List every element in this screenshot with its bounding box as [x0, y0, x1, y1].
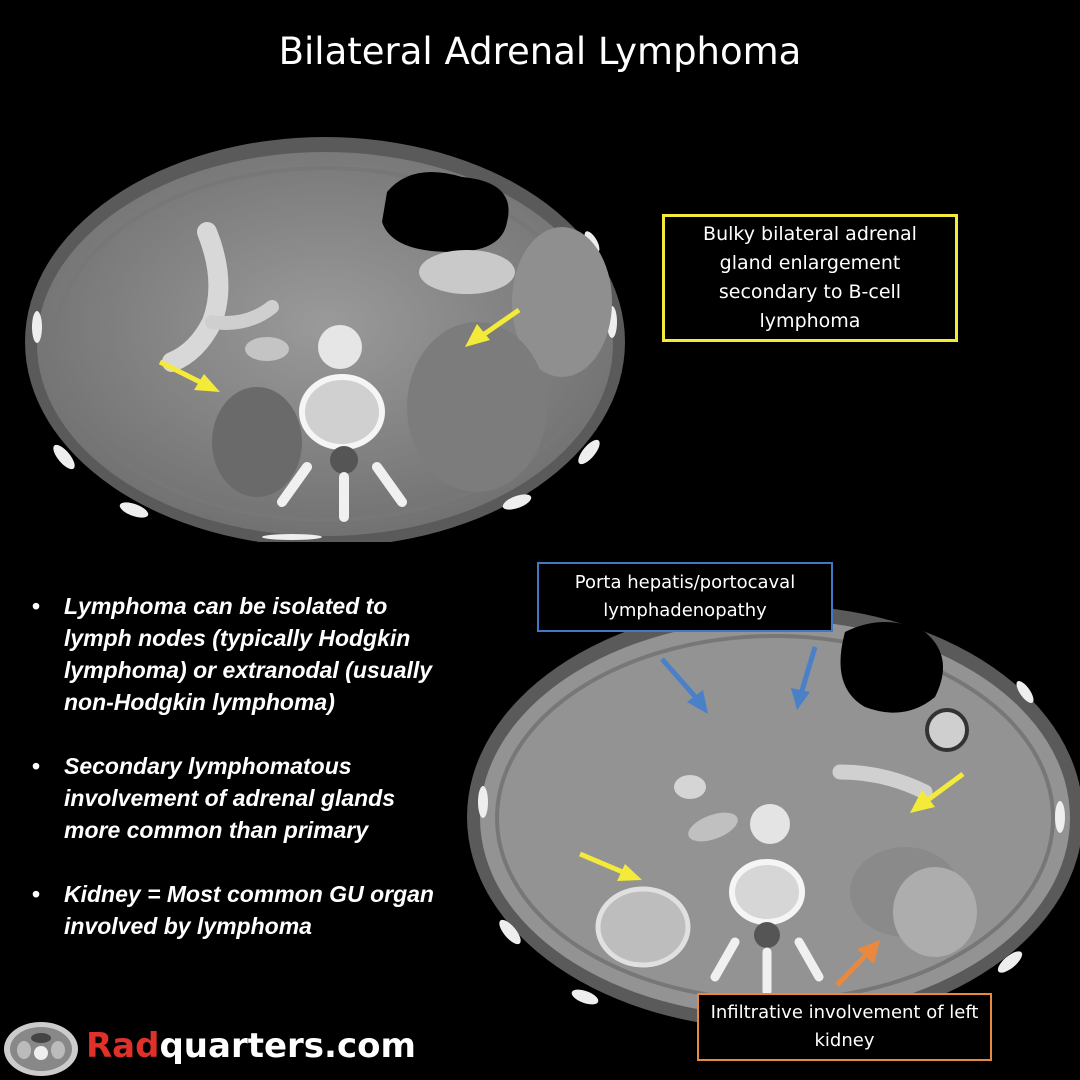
arrow-left-adrenal-bottom — [923, 771, 965, 805]
page-title: Bilateral Adrenal Lymphoma — [278, 30, 802, 73]
arrow-porta-2-head — [791, 688, 810, 710]
arrow-left-adrenal-bottom-head — [910, 790, 935, 813]
arrow-porta-1 — [660, 657, 700, 702]
arrow-porta-2 — [798, 646, 818, 695]
bullet-text: Lymphoma can be isolated to lymph nodes … — [64, 593, 433, 715]
arrow-porta-1-head — [687, 690, 708, 714]
bullet-marker: • — [32, 753, 41, 779]
logo-part-com: .com — [324, 1026, 416, 1066]
callout-adrenal-text: Bulky bilateral adrenal gland enlargemen… — [703, 223, 917, 332]
ct-scan-kidney-level — [465, 602, 1080, 1022]
bullet-text: Secondary lymphomatous involvement of ad… — [64, 753, 396, 843]
arrow-kidney-head — [857, 940, 880, 964]
bullet-text: Kidney = Most common GU organ involved b… — [64, 881, 434, 939]
callout-porta-hepatis: Porta hepatis/portocaval lymphadenopathy — [537, 562, 833, 632]
arrow-right-adrenal — [158, 359, 206, 387]
arrow-right-adrenal-bottom-head — [617, 864, 642, 881]
bullet-list: • Lymphoma can be isolated to lymph nodes… — [26, 590, 456, 974]
callout-adrenal-enlargement: Bulky bilateral adrenal gland enlargemen… — [662, 214, 958, 342]
ct-thumbnail-icon — [4, 1022, 78, 1076]
ct-scan-upper-abdomen — [22, 122, 628, 542]
callout-porta-text: Porta hepatis/portocaval lymphadenopathy — [574, 572, 796, 621]
bullet-marker: • — [32, 881, 41, 907]
logo-part-rad: Rad — [86, 1026, 160, 1066]
bullet-item: • Kidney = Most common GU organ involved … — [26, 878, 456, 942]
bullet-item: • Secondary lymphomatous involvement of a… — [26, 750, 456, 846]
arrow-left-adrenal-head — [465, 324, 490, 347]
logo-part-quarters: quarters — [159, 1026, 325, 1066]
arrow-right-adrenal-bottom — [579, 851, 626, 876]
callout-kidney-text: Infiltrative involvement of left kidney — [710, 1002, 979, 1051]
arrow-right-adrenal-head — [194, 374, 220, 392]
site-logo: Radquarters.com — [0, 1018, 416, 1080]
callout-kidney-involvement: Infiltrative involvement of left kidney — [697, 993, 992, 1061]
arrow-kidney — [835, 951, 870, 987]
bullet-item: • Lymphoma can be isolated to lymph nodes… — [26, 590, 456, 718]
bullet-marker: • — [32, 593, 41, 619]
arrow-left-adrenal — [478, 307, 521, 340]
logo-wordmark: Radquarters.com — [86, 1026, 416, 1066]
